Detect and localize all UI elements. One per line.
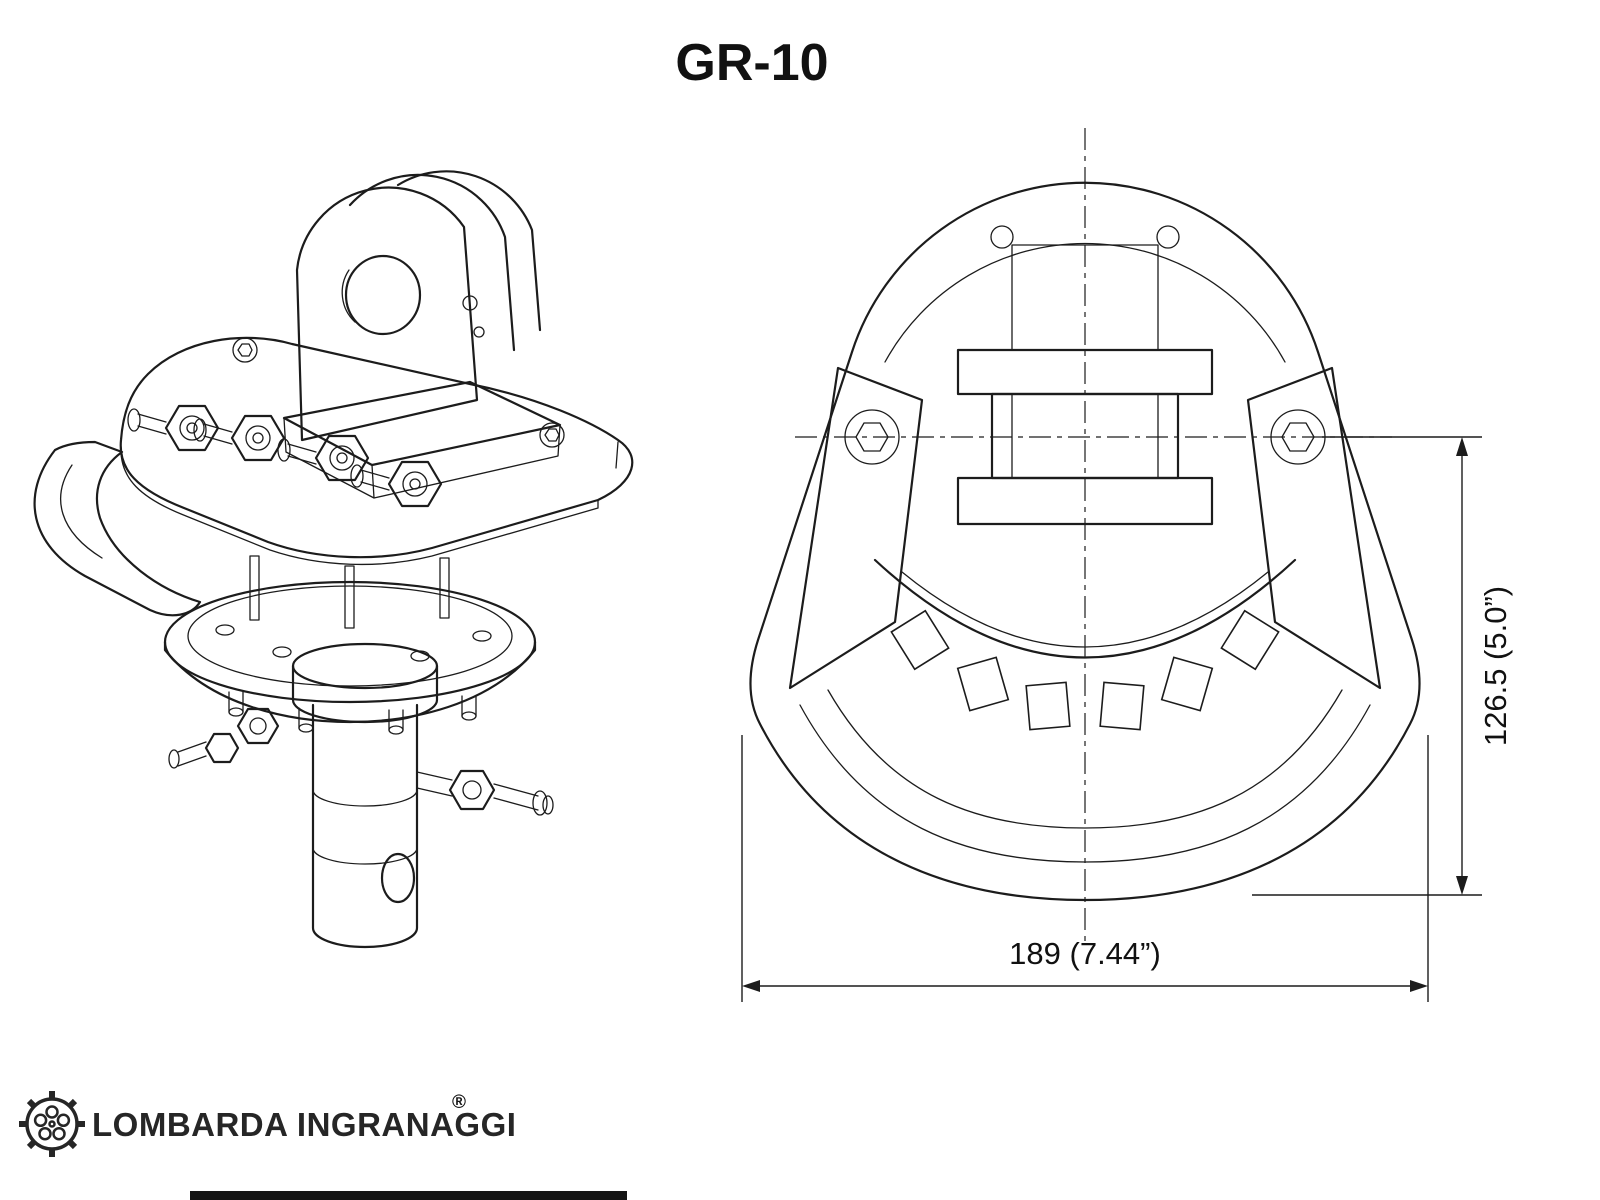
output-shaft bbox=[291, 642, 439, 949]
height-dimension: 126.5 (5.0”) bbox=[1252, 436, 1513, 896]
rotator-body-outline bbox=[749, 181, 1421, 902]
brand-text: LOMBARDA INGRANAGGI bbox=[92, 1106, 516, 1143]
gear-icon bbox=[19, 1091, 85, 1157]
left-socket-bolt-icon bbox=[844, 409, 900, 465]
height-dimension-label: 126.5 (5.0”) bbox=[1478, 586, 1513, 746]
width-dimension-label: 189 (7.44”) bbox=[1009, 936, 1161, 971]
isometric-view bbox=[33, 170, 634, 949]
registered-mark: ® bbox=[452, 1092, 466, 1113]
right-side-plate bbox=[1246, 366, 1382, 690]
width-dimension: 189 (7.44”) bbox=[741, 735, 1429, 1002]
left-side-plate bbox=[788, 366, 924, 690]
hydraulic-fittings bbox=[127, 404, 443, 508]
frame-bracket bbox=[33, 440, 202, 617]
front-view bbox=[749, 128, 1421, 942]
bottom-crop-bar bbox=[190, 1191, 627, 1200]
rotator-housing bbox=[119, 336, 634, 566]
brand-logo: LOMBARDA INGRANAGGI ® bbox=[19, 1091, 516, 1157]
link-housing bbox=[956, 225, 1214, 526]
splined-ring bbox=[873, 558, 1297, 731]
lower-fittings bbox=[168, 707, 554, 816]
drawing-title: GR-10 bbox=[675, 34, 828, 92]
clevis-link bbox=[282, 170, 562, 499]
mounting-flange bbox=[163, 580, 537, 735]
